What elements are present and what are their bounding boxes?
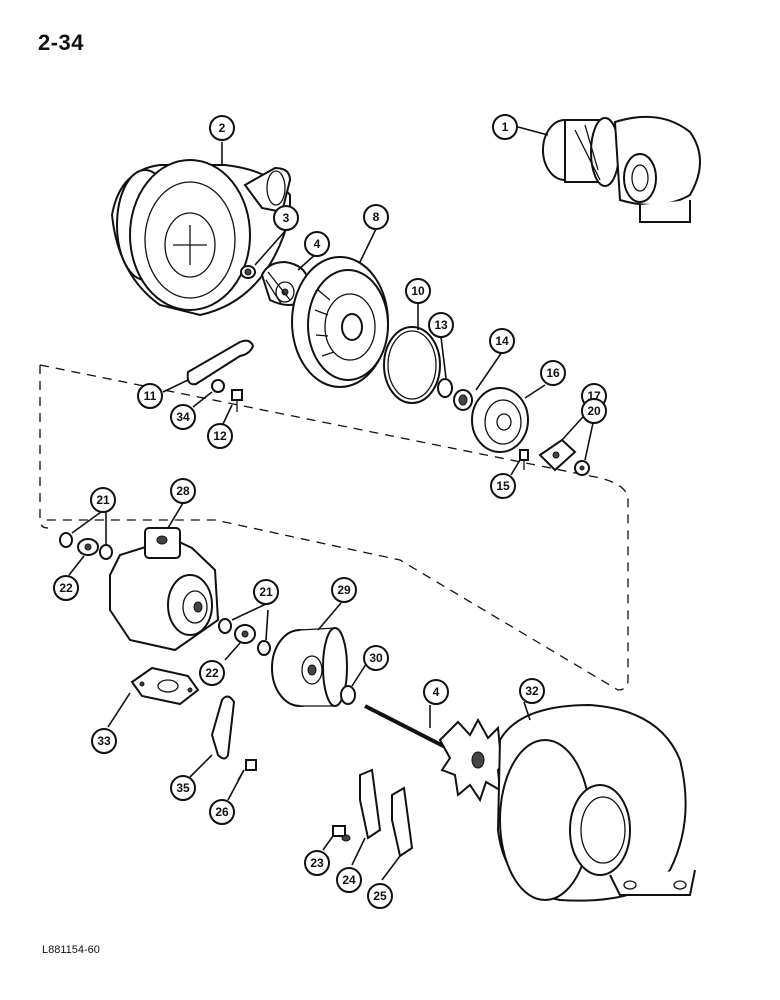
callout-23: 23 [304, 850, 330, 876]
page-number: 2-34 [38, 30, 85, 55]
svg-text:26: 26 [215, 805, 229, 819]
callout-3: 3 [273, 205, 299, 231]
callout-10: 10 [405, 278, 431, 304]
callout-1: 1 [492, 114, 518, 140]
bearing-22-left [77, 538, 99, 556]
svg-text:30: 30 [369, 651, 383, 665]
snap-ring-21-mid-a [218, 618, 232, 634]
turbocharger-assembly [542, 115, 701, 223]
svg-text:33: 33 [97, 734, 111, 748]
callout-28: 28 [170, 478, 196, 504]
nut-part-3 [240, 265, 256, 279]
callout-34: 34 [170, 404, 196, 430]
svg-text:34: 34 [176, 410, 190, 424]
callout-30: 30 [363, 645, 389, 671]
svg-text:14: 14 [495, 334, 509, 348]
callout-11: 11 [137, 383, 163, 409]
svg-text:35: 35 [176, 781, 190, 795]
thrust-plate [471, 387, 529, 453]
callout-22-mid: 22 [199, 660, 225, 686]
svg-text:24: 24 [342, 873, 356, 887]
svg-text:13: 13 [434, 318, 448, 332]
seal-ring [340, 685, 356, 705]
snap-ring-21-mid-b [257, 640, 271, 656]
callout-25: 25 [367, 883, 393, 909]
gasket [130, 666, 200, 706]
callout-21-left: 21 [90, 487, 116, 513]
bearing-22-mid [234, 624, 256, 644]
svg-text:21: 21 [259, 585, 273, 599]
lock-plate-11 [186, 339, 255, 386]
callout-16: 16 [540, 360, 566, 386]
lock-plate-35 [210, 695, 236, 760]
turbine-wheel-and-shaft [364, 704, 512, 803]
svg-text:16: 16 [546, 366, 560, 380]
callout-20: 20 [581, 398, 607, 424]
washer-20 [574, 460, 590, 476]
callout-35: 35 [170, 775, 196, 801]
clamp-plate-24 [359, 768, 382, 840]
turbine-housing [496, 703, 696, 902]
callout-8: 8 [363, 204, 389, 230]
washer-34 [211, 379, 225, 393]
callout-4-upper: 4 [304, 231, 330, 257]
snap-ring-21-left-b [99, 544, 113, 560]
callout-32: 32 [519, 678, 545, 704]
thrust-collar [453, 389, 473, 411]
callout-29: 29 [331, 577, 357, 603]
callout-13: 13 [428, 312, 454, 338]
callout-15: 15 [490, 473, 516, 499]
callout-22-left: 22 [53, 575, 79, 601]
compressor-housing [110, 159, 292, 317]
callout-21-mid: 21 [253, 579, 279, 605]
assembly-boundary-dashed [39, 364, 629, 691]
svg-text:22: 22 [59, 581, 73, 595]
callout-12: 12 [207, 423, 233, 449]
center-housing [109, 527, 220, 652]
svg-text:2: 2 [219, 121, 226, 135]
bolt-23 [332, 825, 351, 842]
svg-text:4: 4 [433, 685, 440, 699]
svg-text:12: 12 [213, 429, 227, 443]
svg-text:11: 11 [144, 389, 157, 403]
clamp-plate-25 [391, 786, 414, 858]
heat-shield [271, 627, 348, 707]
snap-ring-13 [437, 378, 453, 398]
callout-14: 14 [489, 328, 515, 354]
svg-text:25: 25 [373, 889, 387, 903]
callout-33: 33 [91, 728, 117, 754]
callout-26: 26 [209, 799, 235, 825]
backplate [291, 256, 389, 388]
svg-text:8: 8 [373, 210, 380, 224]
thrust-bearing [538, 438, 577, 472]
callout-24: 24 [336, 867, 362, 893]
svg-text:28: 28 [176, 484, 190, 498]
svg-text:21: 21 [96, 493, 110, 507]
svg-text:32: 32 [525, 684, 539, 698]
svg-text:15: 15 [496, 479, 510, 493]
snap-ring-21-left-a [59, 532, 73, 548]
svg-text:1: 1 [502, 120, 509, 134]
drawing-code: L881154-60 [42, 944, 100, 956]
svg-text:10: 10 [411, 284, 425, 298]
svg-text:20: 20 [587, 404, 601, 418]
svg-text:29: 29 [337, 583, 351, 597]
o-ring [383, 326, 441, 404]
svg-text:3: 3 [283, 211, 290, 225]
screw-15 [519, 449, 529, 470]
bolt-12 [231, 389, 243, 412]
svg-text:22: 22 [205, 666, 219, 680]
callout-4-lower: 4 [423, 679, 449, 705]
callout-2: 2 [209, 115, 235, 141]
svg-text:4: 4 [314, 237, 321, 251]
svg-text:23: 23 [310, 856, 324, 870]
